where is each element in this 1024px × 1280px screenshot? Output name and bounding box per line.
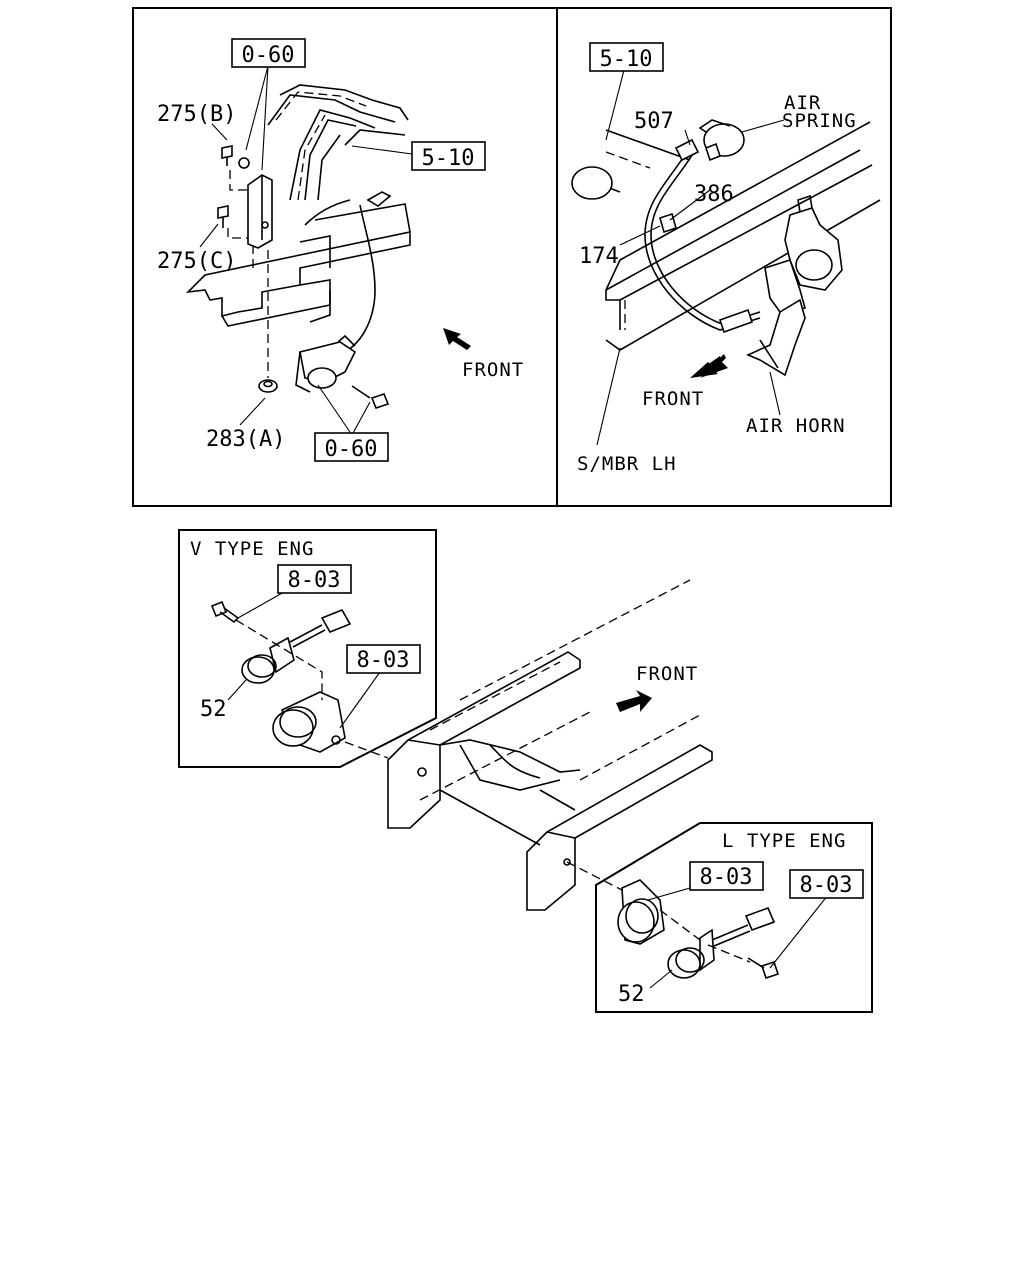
l-type-title: L TYPE ENG — [722, 830, 846, 852]
panel-frame — [556, 7, 892, 507]
part-283a-label: 283(A) — [206, 427, 285, 452]
v-type-title: V TYPE ENG — [190, 538, 314, 560]
part-52-label: 52 — [200, 697, 227, 722]
air-spring-label-2: SPRING — [782, 110, 857, 132]
part-275c-label: 275(C) — [157, 249, 236, 274]
ref-5-10: 5-10 — [600, 47, 653, 72]
front-arrow-icon — [616, 690, 652, 712]
top-right-panel: 5-10 507 AIR SPRING 386 174 FRONT AIR HO… — [556, 7, 892, 507]
ref-box-8-03-a — [277, 564, 352, 594]
ref-8-03-b: 8-03 — [800, 873, 853, 898]
part-275b-label: 275(B) — [157, 102, 236, 127]
front-arrow-icon — [443, 328, 471, 350]
horn-assembly-drawing — [571, 119, 881, 377]
panel-frame — [595, 822, 873, 1013]
air-spring-label-1: AIR — [784, 92, 821, 114]
ref-box-8-03-b — [346, 644, 421, 674]
smbr-label: S/MBR LH — [577, 453, 677, 475]
ref-box-0-60-bottom — [314, 432, 389, 462]
ref-box-5-10 — [589, 42, 664, 72]
ref-5-10: 5-10 — [422, 146, 475, 171]
ref-8-03-a: 8-03 — [288, 568, 341, 593]
part-507-label: 507 — [634, 109, 674, 134]
front-label: FRONT — [642, 388, 704, 410]
ref-box-8-03-b — [789, 869, 864, 899]
front-label: FRONT — [462, 359, 524, 381]
ref-0-60-bottom: 0-60 — [325, 437, 378, 462]
part-52-label: 52 — [618, 982, 645, 1007]
frame-rail-drawing — [185, 84, 411, 409]
sensor-drawing — [617, 879, 780, 980]
ref-box-0-60-top — [231, 38, 306, 68]
sensor-drawing — [210, 600, 352, 753]
panel-frame — [178, 529, 437, 768]
air-horn-label: AIR HORN — [746, 415, 846, 437]
ref-box-8-03-a — [689, 861, 764, 891]
ref-0-60-top: 0-60 — [242, 43, 295, 68]
top-left-panel: 0-60 5-10 0-60 275(B) 275(C) 283(A) FRON… — [132, 7, 558, 507]
v-type-panel: V TYPE ENG 8-03 8-03 — [178, 529, 437, 768]
part-386-label: 386 — [694, 182, 734, 207]
chassis-drawing — [344, 579, 713, 911]
ref-8-03-b: 8-03 — [357, 648, 410, 673]
ref-box-5-10 — [411, 141, 486, 171]
part-174-label: 174 — [579, 244, 619, 269]
ref-8-03-a: 8-03 — [700, 865, 753, 890]
front-arrow-icon — [690, 354, 728, 378]
l-type-panel: L TYPE ENG 8-03 8-03 — [595, 822, 873, 1013]
chassis-front-label: FRONT — [636, 663, 698, 685]
